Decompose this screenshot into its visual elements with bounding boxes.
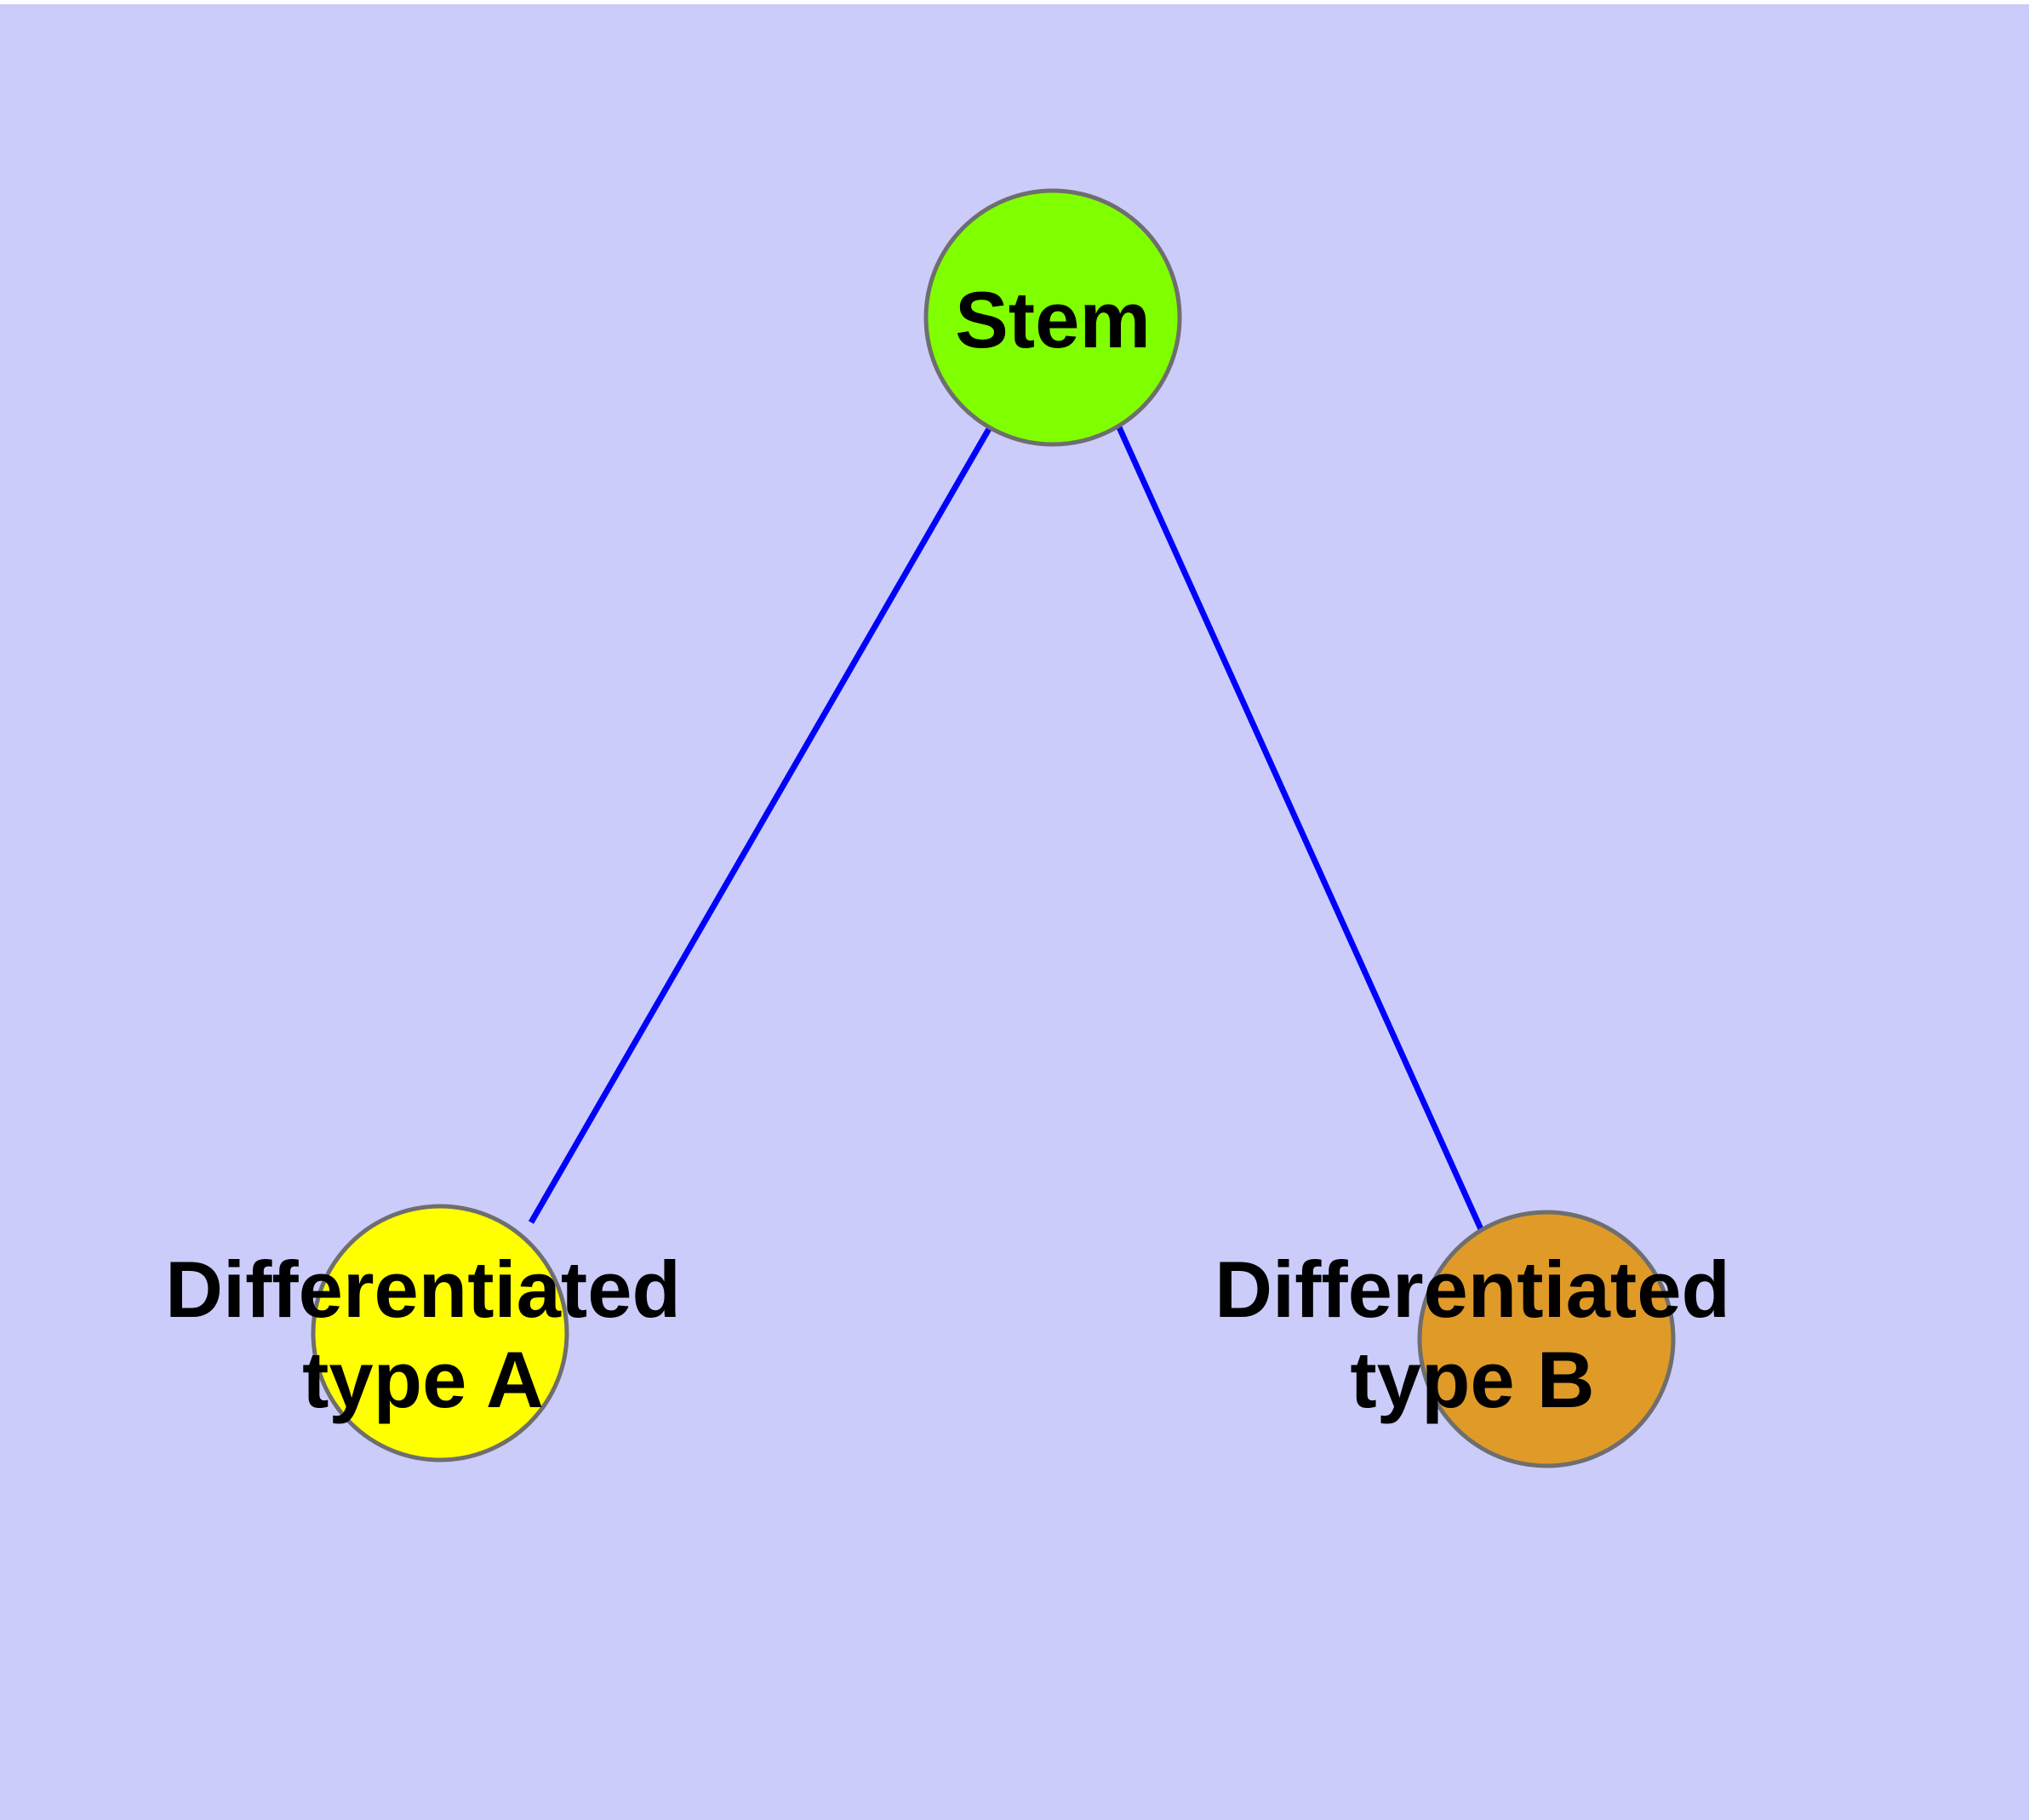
node-label-type-a-line2: type A xyxy=(302,1335,544,1424)
node-label-type-a-line1: Differentiated xyxy=(165,1245,681,1334)
edge-stem-to-type-a[interactable] xyxy=(528,426,993,1224)
node-label-type-b-line2: type B xyxy=(1350,1335,1594,1424)
node-label-stem-line1: Stem xyxy=(955,275,1151,364)
edge-stem-to-type-b[interactable] xyxy=(1116,426,1484,1231)
labels-group: Stem Differentiated type A Differentiate… xyxy=(165,275,1730,1424)
nodes-group xyxy=(311,188,1676,1468)
node-stem[interactable] xyxy=(923,188,1182,447)
node-differentiated-type-a[interactable] xyxy=(311,1204,569,1462)
edges-group xyxy=(528,426,1484,1231)
diagram-plot-area: Stem Differentiated type A Differentiate… xyxy=(0,4,2029,1820)
graph-svg: Stem Differentiated type A Differentiate… xyxy=(165,188,1730,1468)
node-differentiated-type-b[interactable] xyxy=(1417,1210,1676,1468)
node-label-type-b-line1: Differentiated xyxy=(1215,1245,1730,1334)
